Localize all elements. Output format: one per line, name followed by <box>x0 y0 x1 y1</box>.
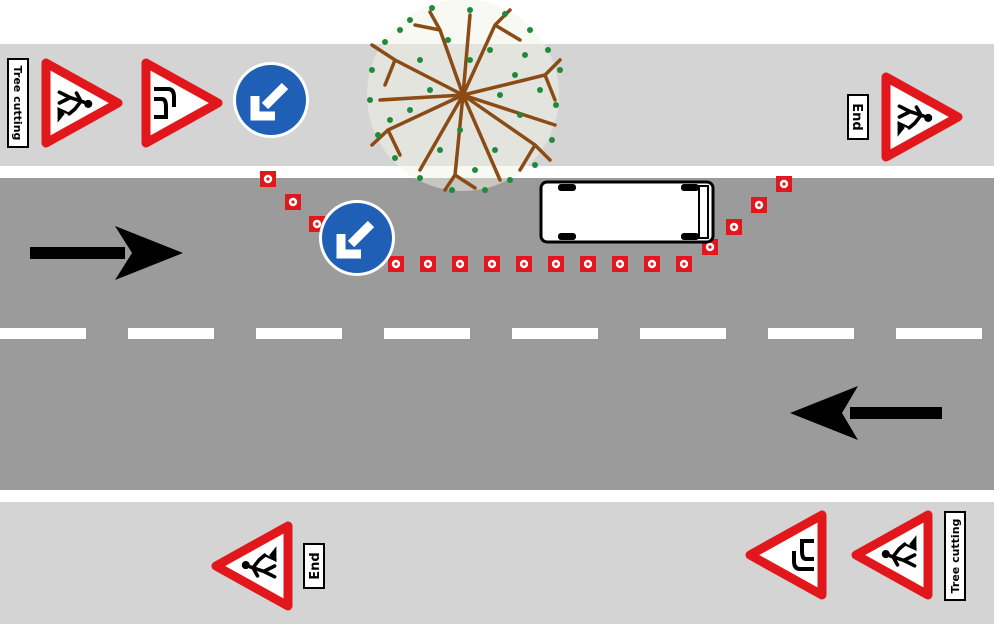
traffic-cone-icon <box>285 194 301 210</box>
traffic-cone-icon <box>484 256 500 272</box>
end-plate-bottom: End <box>303 543 325 589</box>
end-label: End <box>849 103 864 130</box>
traffic-cone-icon <box>388 256 404 272</box>
traffic-cone-icon <box>644 256 660 272</box>
keep-left-sign-verge <box>233 62 309 138</box>
tree-cutting-label: Tree cutting <box>949 519 962 594</box>
keep-left-sign-road <box>319 200 395 276</box>
traffic-cone-icon <box>726 219 742 235</box>
verge-bottom <box>0 502 994 624</box>
men-at-work-sign-bottom-right <box>851 510 933 600</box>
road-narrows-sign-top <box>141 58 223 148</box>
traffic-cone-icon <box>676 256 692 272</box>
end-plate-top: End <box>847 94 869 140</box>
traffic-cone-icon <box>776 176 792 192</box>
traffic-cone-icon <box>548 256 564 272</box>
traffic-cone-icon <box>751 197 767 213</box>
road-narrows-sign-bottom <box>745 510 827 600</box>
traffic-cone-icon <box>260 171 276 187</box>
tree-cutting-label: Tree cutting <box>11 66 24 141</box>
men-at-work-sign-bottom-left <box>211 521 293 611</box>
men-at-work-sign-top-right <box>881 72 963 162</box>
traffic-cone-icon <box>580 256 596 272</box>
tree-cutting-plate-bottom: Tree cutting <box>944 511 966 601</box>
centre-line <box>0 328 982 339</box>
tree-icon <box>367 0 563 193</box>
men-at-work-sign-top-left <box>41 58 123 148</box>
traffic-cone-icon <box>420 256 436 272</box>
arrow-icon <box>30 226 183 280</box>
vehicle-icon <box>539 180 715 244</box>
traffic-cone-icon <box>612 256 628 272</box>
traffic-cone-icon <box>516 256 532 272</box>
end-label: End <box>308 552 323 579</box>
traffic-cone-icon <box>452 256 468 272</box>
arrow-icon <box>790 386 942 440</box>
tree-cutting-plate-top: Tree cutting <box>7 58 29 148</box>
